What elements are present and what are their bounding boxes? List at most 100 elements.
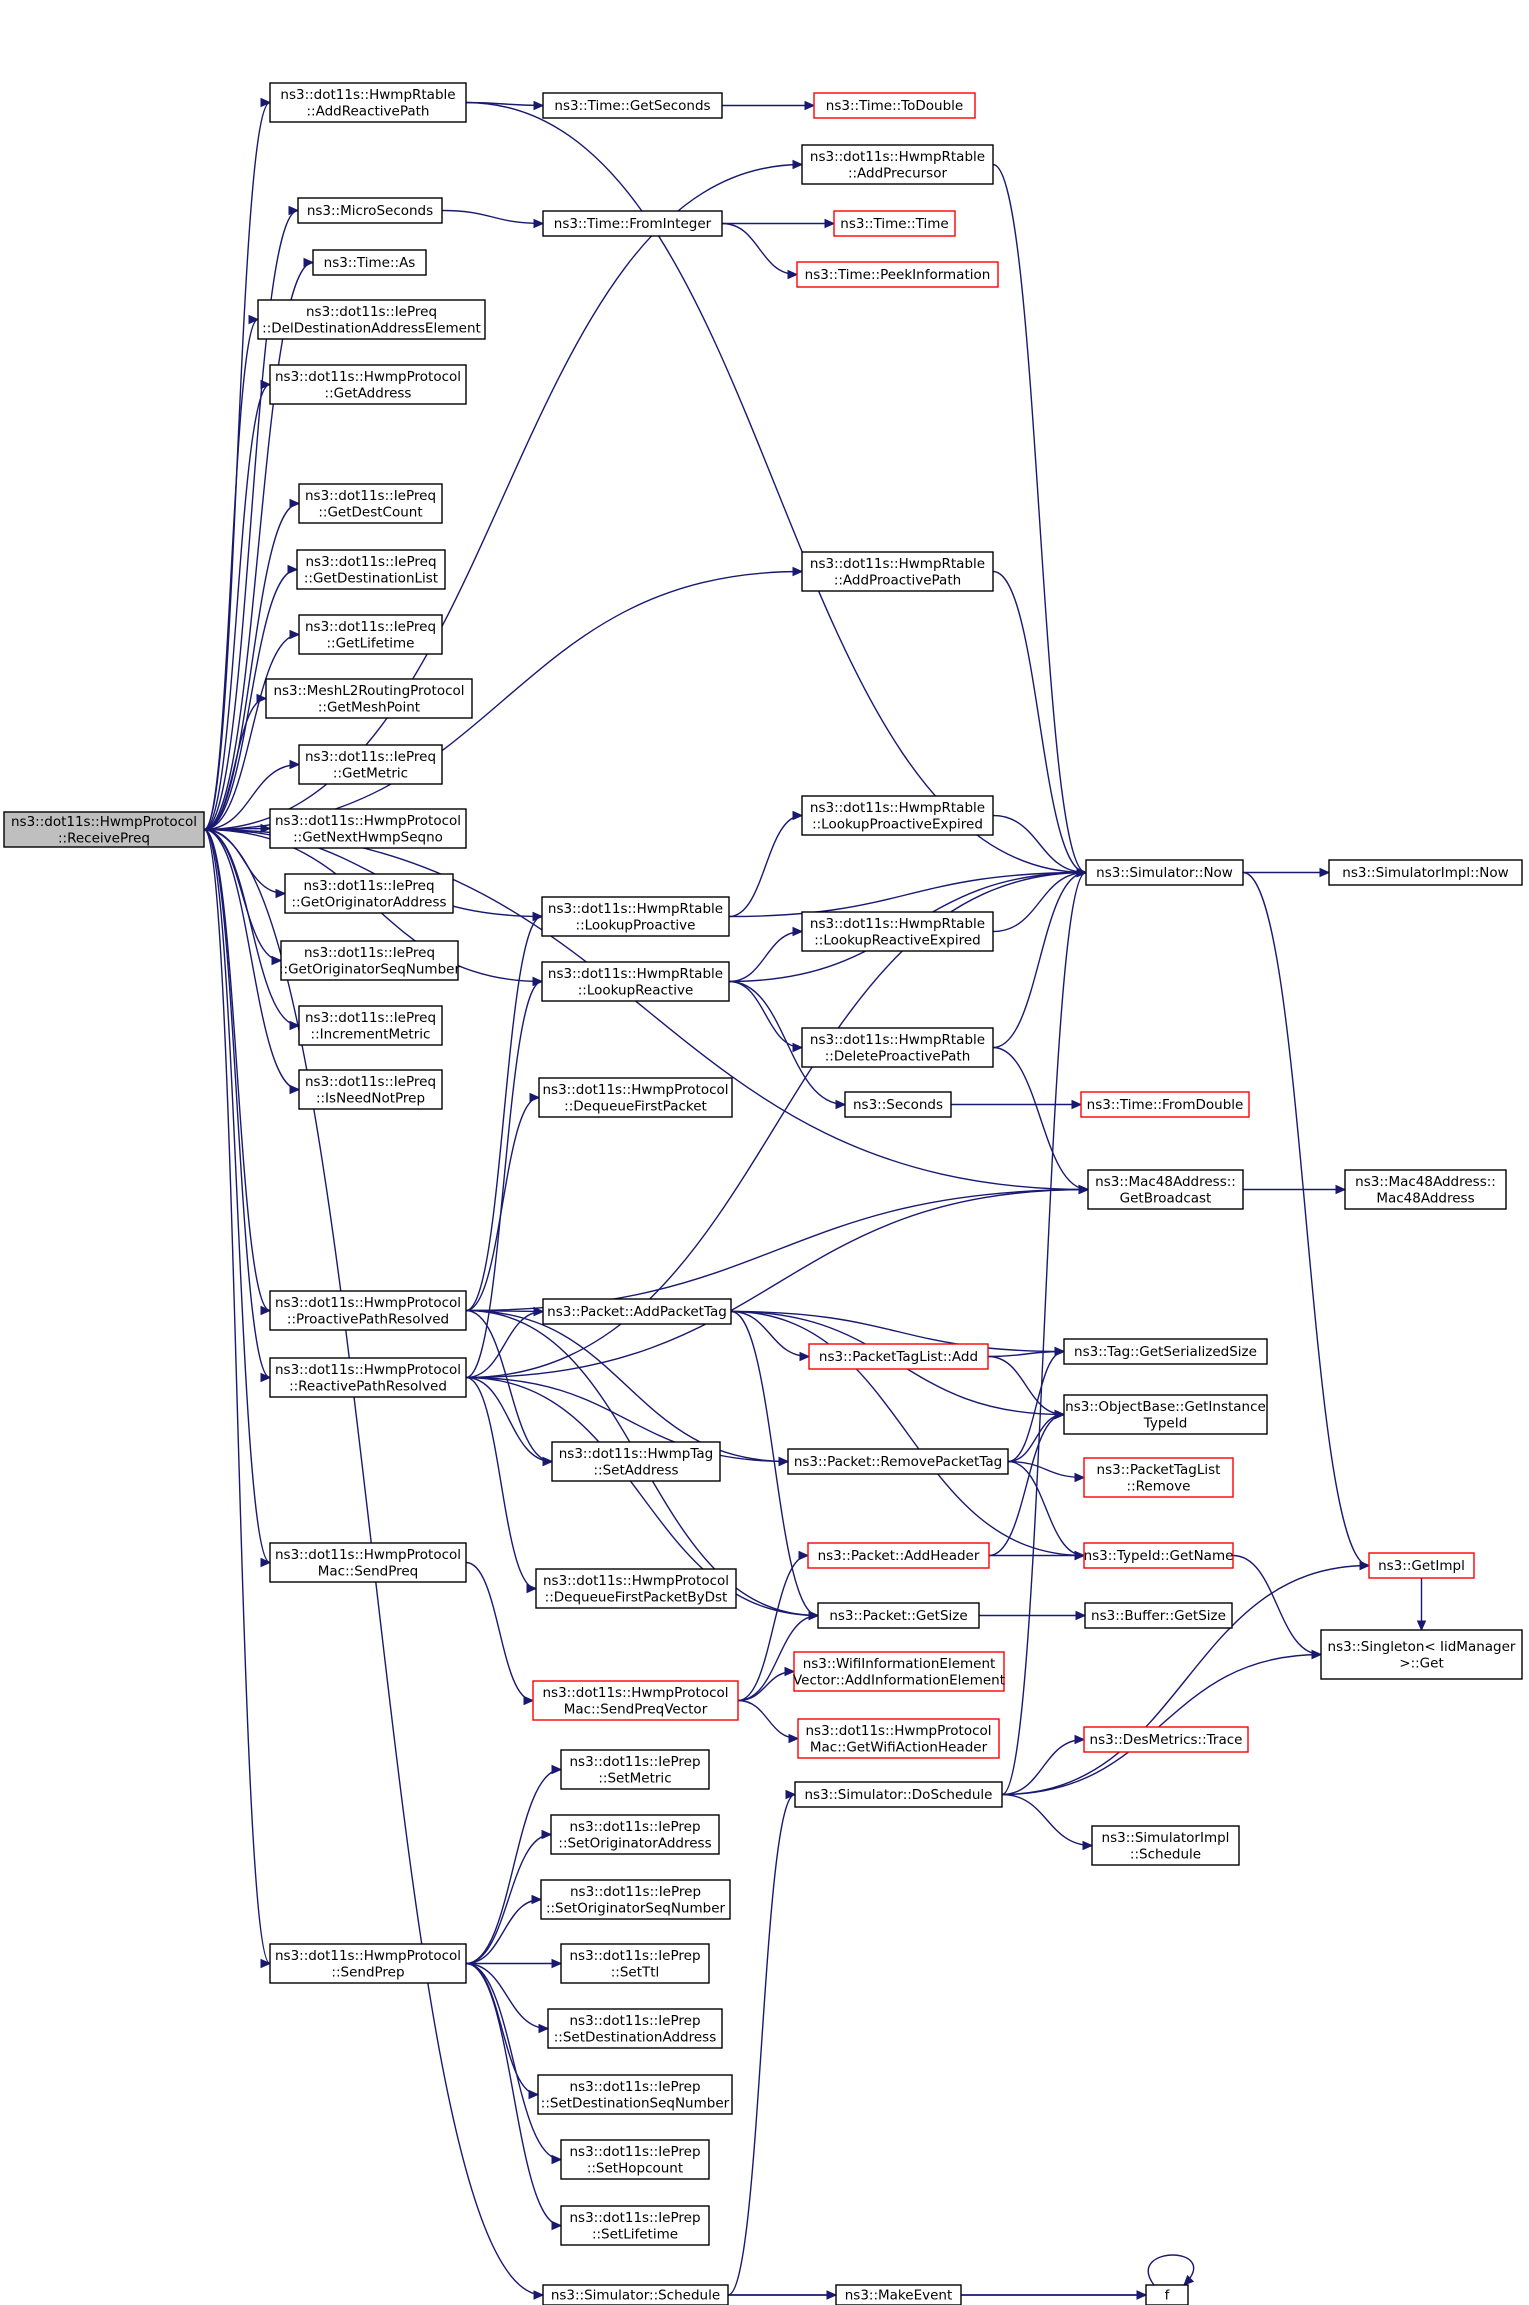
edge-line: [728, 980, 846, 1106]
edge-line: [465, 1188, 1089, 1312]
node-addproactivepath[interactable]: ns3::dot11s::HwmpRtable::AddProactivePat…: [801, 551, 994, 592]
node-getserialized[interactable]: ns3::Tag::GetSerializedSize: [1063, 1338, 1268, 1365]
node-label: ns3::dot11s::HwmpProtocol: [275, 1547, 461, 1563]
node-getmeshpoint[interactable]: ns3::MeshL2RoutingProtocol::GetMeshPoint: [265, 678, 473, 719]
node-incmetric[interactable]: ns3::dot11s::IePreq::IncrementMetric: [298, 1005, 443, 1046]
node-lookupreactiveexp[interactable]: ns3::dot11s::HwmpRtable::LookupReactiveE…: [801, 911, 994, 952]
node-simimplnow[interactable]: ns3::SimulatorImpl::Now: [1328, 859, 1523, 886]
node-getwifiaction[interactable]: ns3::dot11s::HwmpProtocolMac::GetWifiAct…: [797, 1718, 1000, 1759]
node-mac48[interactable]: ns3::Mac48Address::Mac48Address: [1344, 1169, 1507, 1210]
node-peekinfo[interactable]: ns3::Time::PeekInformation: [796, 261, 999, 288]
edge-removepackettag-to-getserialized: [1007, 1346, 1066, 1463]
node-sethopcount[interactable]: ns3::dot11s::IePrep::SetHopcount: [560, 2139, 710, 2180]
node-fromdouble[interactable]: ns3::Time::FromDouble: [1080, 1091, 1250, 1118]
node-label: ::IsNeedNotPrep: [316, 1090, 425, 1106]
node-addheader[interactable]: ns3::Packet::AddHeader: [807, 1542, 990, 1569]
edge-line: [1001, 1564, 1370, 1796]
node-singleton[interactable]: ns3::Singleton< IidManager>::Get: [1320, 1629, 1523, 1680]
node-isneednotprep[interactable]: ns3::dot11s::IePreq::IsNeedNotPrep: [298, 1069, 443, 1110]
node-dequeuebydst[interactable]: ns3::dot11s::HwmpProtocol::DequeueFirstP…: [535, 1568, 737, 1609]
node-lookupreactive[interactable]: ns3::dot11s::HwmpRtable::LookupReactive: [541, 961, 730, 1002]
edge-arrowhead: [551, 2220, 563, 2231]
node-makeevent[interactable]: ns3::MakeEvent: [835, 2284, 962, 2305]
node-label: ns3::dot11s::IePreq: [304, 945, 435, 961]
node-box: [542, 210, 723, 237]
node-timetime[interactable]: ns3::Time::Time: [833, 210, 956, 237]
node-desmetrics[interactable]: ns3::DesMetrics::Trace: [1083, 1726, 1249, 1753]
node-microseconds[interactable]: ns3::MicroSeconds: [297, 197, 443, 224]
edge-line: [465, 1962, 539, 2096]
node-addprecursor[interactable]: ns3::dot11s::HwmpRtable::AddPrecursor: [801, 144, 994, 185]
node-timeas[interactable]: ns3::Time::As: [312, 249, 427, 276]
node-getnexthwmp[interactable]: ns3::dot11s::HwmpProtocol::GetNextHwmpSe…: [269, 808, 467, 849]
edge-seconds-to-fromdouble: [950, 1099, 1083, 1110]
node-addreactivepath[interactable]: ns3::dot11s::HwmpRtable::AddReactivePath: [269, 82, 467, 123]
node-setttl[interactable]: ns3::dot11s::IePrep::SetTtl: [560, 1943, 710, 1984]
node-getbroadcast[interactable]: ns3::Mac48Address::GetBroadcast: [1087, 1169, 1244, 1210]
node-box: [298, 483, 443, 524]
edge-line: [992, 1046, 1089, 1191]
edge-arrowhead: [287, 564, 299, 575]
edge-line: [1232, 1554, 1322, 1656]
node-setorigseq[interactable]: ns3::dot11s::IePrep::SetOriginatorSeqNum…: [540, 1879, 731, 1920]
node-dequeuefirst[interactable]: ns3::dot11s::HwmpProtocol::DequeueFirstP…: [538, 1077, 733, 1118]
edge-packetgetsize-to-buffergetsize: [979, 1610, 1087, 1621]
node-removepackettag[interactable]: ns3::Packet::RemovePacketTag: [787, 1448, 1009, 1475]
node-getimpl[interactable]: ns3::GetImpl: [1368, 1552, 1475, 1579]
node-getlifetime[interactable]: ns3::dot11s::IePreq::GetLifetime: [298, 614, 443, 655]
node-ptladd[interactable]: ns3::PacketTagList::Add: [808, 1343, 989, 1370]
node-getdestlist[interactable]: ns3::dot11s::IePreq::GetDestinationList: [296, 549, 446, 590]
node-getaddress[interactable]: ns3::dot11s::HwmpProtocol::GetAddress: [269, 364, 467, 405]
node-label: ns3::dot11s::HwmpRtable: [548, 966, 723, 982]
node-setorigaddr[interactable]: ns3::dot11s::IePrep::SetOriginatorAddres…: [550, 1814, 720, 1855]
edge-arrowhead: [792, 159, 804, 170]
edge-line: [728, 814, 803, 918]
node-setmetric[interactable]: ns3::dot11s::IePrep::SetMetric: [560, 1749, 710, 1790]
node-simimplschedule[interactable]: ns3::SimulatorImpl::Schedule: [1091, 1825, 1240, 1866]
edge-arrowhead: [288, 205, 300, 216]
node-getmetric[interactable]: ns3::dot11s::IePreq::GetMetric: [298, 744, 443, 785]
node-lookupproactiveexp[interactable]: ns3::dot11s::HwmpRtable::LookupProactive…: [801, 795, 994, 836]
node-todouble[interactable]: ns3::Time::ToDouble: [813, 92, 976, 119]
node-seconds[interactable]: ns3::Seconds: [844, 1091, 952, 1118]
node-sendprep[interactable]: ns3::dot11s::HwmpProtocol::SendPrep: [269, 1943, 467, 1984]
edge-reactiveresolved-to-lookupreactive: [465, 976, 544, 1379]
node-setdestaddr[interactable]: ns3::dot11s::IePrep::SetDestinationAddre…: [547, 2008, 723, 2049]
node-deleteproactive[interactable]: ns3::dot11s::HwmpRtable::DeleteProactive…: [801, 1027, 994, 1068]
node-getorigaddr[interactable]: ns3::dot11s::IePreq::GetOriginatorAddres…: [284, 873, 454, 914]
node-f[interactable]: f: [1145, 2284, 1189, 2305]
node-packetgetsize[interactable]: ns3::Packet::GetSize: [817, 1602, 980, 1629]
node-getseconds[interactable]: ns3::Time::GetSeconds: [542, 92, 723, 119]
edge-arrowhead: [824, 218, 836, 229]
node-proactiveresolved[interactable]: ns3::dot11s::HwmpProtocol::ProactivePath…: [269, 1290, 467, 1331]
node-lookupproactive[interactable]: ns3::dot11s::HwmpRtable::LookupProactive: [541, 896, 730, 937]
node-simschedule[interactable]: ns3::Simulator::Schedule: [542, 2284, 729, 2305]
node-typeidgetname[interactable]: ns3::TypeId::GetName: [1083, 1542, 1234, 1569]
node-frominteger[interactable]: ns3::Time::FromInteger: [542, 210, 723, 237]
edge-receive-to-getmeshpoint: [203, 693, 268, 831]
node-sendpreqvector[interactable]: ns3::dot11s::HwmpProtocolMac::SendPreqVe…: [532, 1680, 739, 1721]
node-reactiveresolved[interactable]: ns3::dot11s::HwmpProtocol::ReactivePathR…: [269, 1357, 467, 1398]
node-simnow[interactable]: ns3::Simulator::Now: [1085, 859, 1244, 886]
node-addpackettag[interactable]: ns3::Packet::AddPacketTag: [542, 1298, 732, 1325]
edge-line: [203, 633, 300, 831]
node-box: [280, 940, 459, 981]
node-deldest[interactable]: ns3::dot11s::IePreq::DelDestinationAddre…: [257, 299, 486, 340]
edge-reactiveresolved-to-setaddress: [465, 1376, 554, 1467]
node-wifiinfo[interactable]: ns3::WifiInformationElementVector::AddIn…: [793, 1651, 1005, 1692]
node-getdestcount[interactable]: ns3::dot11s::IePreq::GetDestCount: [298, 483, 443, 524]
node-ptlremove[interactable]: ns3::PacketTagList::Remove: [1083, 1457, 1234, 1498]
node-receive[interactable]: ns3::dot11s::HwmpProtocol::ReceivePreq: [3, 811, 205, 848]
edge-reactiveresolved-to-dequeuebydst: [465, 1376, 538, 1594]
node-setlifetime[interactable]: ns3::dot11s::IePrep::SetLifetime: [560, 2205, 710, 2246]
edge-line: [203, 828, 271, 1379]
node-label: ns3::dot11s::HwmpProtocol: [542, 1685, 728, 1701]
node-buffergetsize[interactable]: ns3::Buffer::GetSize: [1084, 1602, 1233, 1629]
node-getorigseq[interactable]: ns3::dot11s::IePreq::GetOriginatorSeqNum…: [279, 940, 460, 981]
node-setaddress[interactable]: ns3::dot11s::HwmpTag::SetAddress: [551, 1441, 721, 1482]
node-doschedule[interactable]: ns3::Simulator::DoSchedule: [794, 1781, 1003, 1808]
node-label: ::GetLifetime: [327, 635, 415, 651]
node-setdestseq[interactable]: ns3::dot11s::IePrep::SetDestinationSeqNu…: [537, 2074, 733, 2115]
